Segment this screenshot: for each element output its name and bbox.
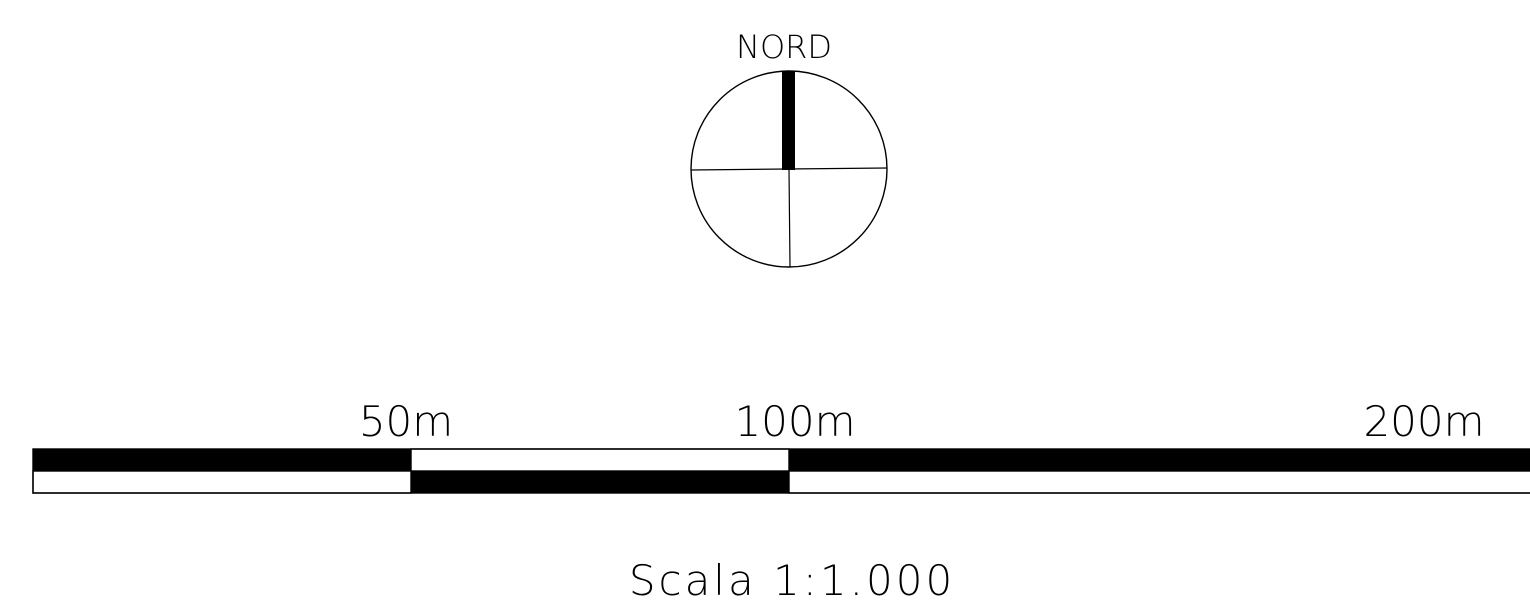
- scale-tick-label-100m: 100m: [734, 397, 855, 446]
- scale-segment-bottom-3: [788, 470, 1530, 494]
- scale-segment-top-3: [789, 449, 1530, 471]
- compass-south-line: [788, 168, 791, 268]
- scale-segment-top-2: [410, 448, 790, 472]
- scale-caption: Scala 1:1.000: [629, 556, 955, 604]
- scale-tick-label-200m: 200m: [1363, 397, 1484, 446]
- north-needle: [782, 71, 795, 170]
- north-label: NORD: [736, 28, 832, 66]
- scale-segment-top-1: [33, 449, 411, 471]
- scale-segment-bottom-1: [32, 470, 412, 494]
- scale-bar-outline: [32, 448, 1530, 494]
- scale-segment-bottom-2: [411, 471, 789, 493]
- north-arrow: NORD: [690, 28, 888, 268]
- scale-tick-label-50m: 50m: [359, 397, 453, 446]
- scale-bar: 50m 100m 200m: [32, 397, 1530, 494]
